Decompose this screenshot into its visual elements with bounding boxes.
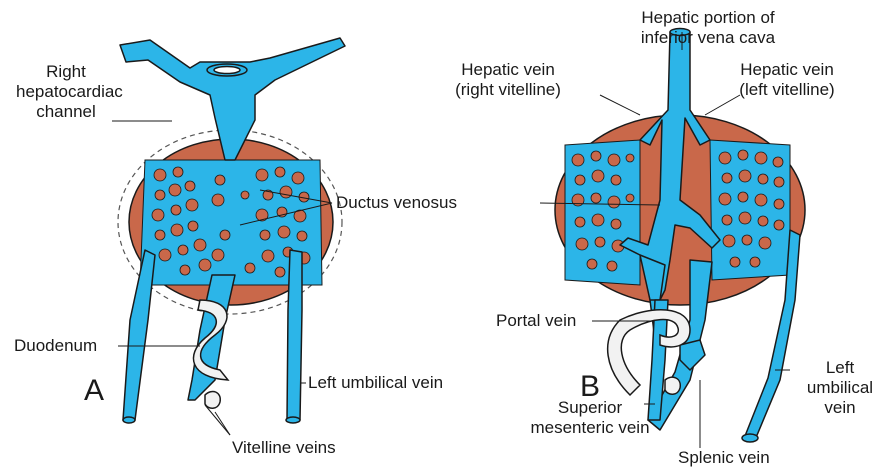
label-hepatic-vein-left: Hepatic vein (left vitelline)	[728, 60, 846, 100]
panel-a-drawing	[118, 38, 345, 423]
label-right-hepatocardiac-line1: Right	[16, 62, 116, 82]
label-left-umbilical-line2: umbilical	[800, 378, 880, 398]
label-superior-mesenteric-line2: mesenteric vein	[520, 418, 660, 438]
label-superior-mesenteric-line1: Superior	[520, 398, 660, 418]
label-vitelline-veins: Vitelline veins	[232, 438, 336, 458]
label-left-umbilical-line1: Left	[800, 358, 880, 378]
label-right-hepatocardiac-line3: channel	[16, 102, 116, 122]
duodenum-b	[608, 310, 690, 395]
label-hepatic-vein-right-line1: Hepatic vein	[448, 60, 568, 80]
label-left-umbilical-vein-b: Left umbilical vein	[800, 358, 880, 418]
label-ductus-venosus: Ductus venosus	[336, 193, 457, 213]
label-portal-vein: Portal vein	[496, 311, 576, 331]
label-duodenum: Duodenum	[14, 336, 97, 356]
label-hepatic-vein-left-line1: Hepatic vein	[728, 60, 846, 80]
label-left-umbilical-vein-a: Left umbilical vein	[308, 373, 443, 393]
label-hepatic-ivc: Hepatic portion of inferior vena cava	[628, 8, 788, 48]
label-hepatic-ivc-line2: inferior vena cava	[628, 28, 788, 48]
panel-label-a: A	[84, 374, 104, 408]
label-superior-mesenteric-vein: Superior mesenteric vein	[520, 398, 660, 438]
label-splenic-vein: Splenic vein	[678, 448, 770, 468]
label-left-umbilical-line3: vein	[800, 398, 880, 418]
label-right-hepatocardiac-line2: hepatocardiac	[16, 82, 116, 102]
label-hepatic-vein-left-line2: (left vitelline)	[728, 80, 846, 100]
label-hepatic-vein-right-line2: (right vitelline)	[448, 80, 568, 100]
label-hepatic-vein-right: Hepatic vein (right vitelline)	[448, 60, 568, 100]
label-right-hepatocardiac-channel: Right hepatocardiac channel	[16, 62, 116, 122]
label-hepatic-ivc-line1: Hepatic portion of	[628, 8, 788, 28]
